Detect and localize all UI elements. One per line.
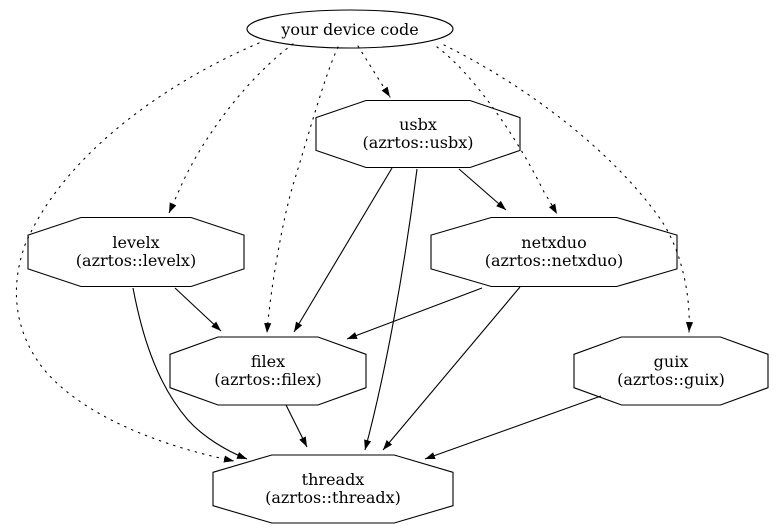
edges-layer xyxy=(15,42,694,463)
node-levelx-label-1: (azrtos::levelx) xyxy=(76,251,196,270)
octagon-shape xyxy=(315,99,521,169)
ellipse-shape xyxy=(246,9,454,49)
node-threadx-label-0: threadx xyxy=(302,470,365,489)
node-your-device-code-label-0: your device code xyxy=(280,20,418,39)
node-levelx: levelx(azrtos::levelx) xyxy=(27,216,245,288)
edge-netxduo-to-filex xyxy=(346,287,483,340)
node-guix: guix(azrtos::guix) xyxy=(573,336,769,406)
edge-your-device-code-to-levelx xyxy=(168,43,294,214)
node-filex-label-0: filex xyxy=(251,352,285,371)
node-filex-label-1: (azrtos::filex) xyxy=(214,370,321,389)
node-levelx-label-0: levelx xyxy=(112,233,159,252)
node-threadx: threadx(azrtos::threadx) xyxy=(212,454,454,524)
node-netxduo-label-1: (azrtos::netxduo) xyxy=(485,251,624,270)
node-your-device-code: your device code xyxy=(246,9,454,49)
node-usbx-label-0: usbx xyxy=(399,115,437,134)
node-usbx-label-1: (azrtos::usbx) xyxy=(363,133,474,152)
node-guix-label-0: guix xyxy=(654,352,689,371)
octagon-shape xyxy=(430,216,678,288)
octagon-shape xyxy=(27,216,245,288)
octagon-shape xyxy=(212,454,454,524)
octagon-shape xyxy=(573,336,769,406)
edge-guix-to-threadx xyxy=(424,395,602,460)
edge-filex-to-threadx xyxy=(285,404,308,448)
edge-your-device-code-to-usbx xyxy=(357,45,391,98)
edge-your-device-code-to-netxduo xyxy=(436,46,558,215)
node-netxduo-label-0: netxduo xyxy=(521,233,586,252)
edge-levelx-to-filex xyxy=(174,287,222,332)
edge-your-device-code-to-filex xyxy=(264,46,339,334)
node-netxduo: netxduo(azrtos::netxduo) xyxy=(430,216,678,288)
node-usbx: usbx(azrtos::usbx) xyxy=(315,99,521,169)
octagon-shape xyxy=(169,336,367,406)
edge-usbx-to-threadx xyxy=(364,168,418,451)
node-filex: filex(azrtos::filex) xyxy=(169,336,367,406)
node-threadx-label-1: (azrtos::threadx) xyxy=(265,488,401,507)
edge-usbx-to-netxduo xyxy=(458,168,507,211)
edge-netxduo-to-threadx xyxy=(382,286,521,451)
nodes-layer: your device codeusbx(azrtos::usbx)levelx… xyxy=(27,9,769,524)
edge-usbx-to-filex xyxy=(293,167,393,333)
edge-levelx-to-threadx xyxy=(132,287,248,460)
node-guix-label-1: (azrtos::guix) xyxy=(617,370,725,389)
